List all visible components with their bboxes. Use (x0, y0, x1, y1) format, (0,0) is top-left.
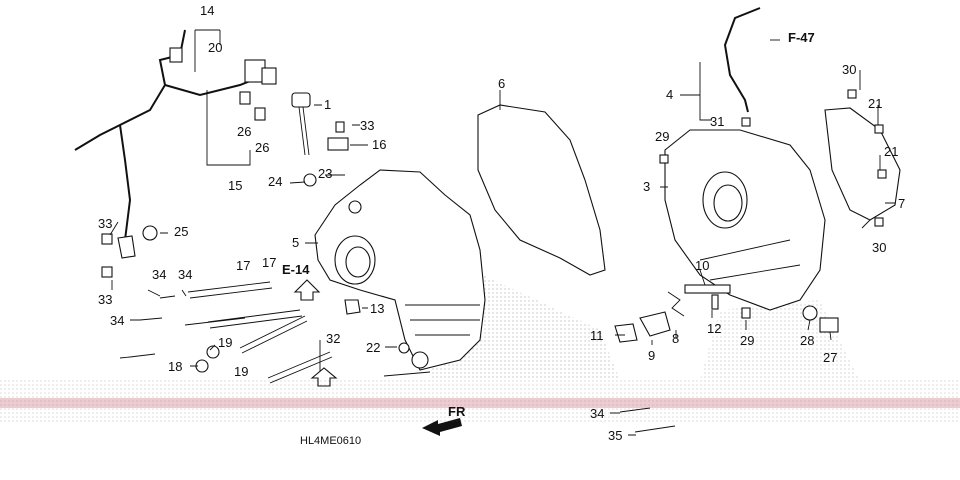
callout: 19 (218, 335, 232, 350)
callout: 35 (608, 428, 622, 443)
callout: 29 (740, 333, 754, 348)
ref-label: F-47 (788, 30, 815, 45)
gasket-right (824, 107, 901, 221)
callout: 9 (648, 348, 655, 363)
callout: 1 (324, 97, 331, 112)
diagram-code: HL4ME0610 (300, 435, 361, 447)
scan-artifact-stripe (0, 398, 960, 408)
callout: 21 (868, 96, 882, 111)
callout: 18 (168, 359, 182, 374)
right-crankcase-cover (664, 129, 826, 311)
callout: 8 (672, 331, 679, 346)
callout: 32 (326, 331, 340, 346)
callout: 28 (800, 333, 814, 348)
gasket-left (477, 104, 606, 276)
callout: 16 (372, 137, 386, 152)
callout: 26 (255, 140, 269, 155)
callout: 5 (292, 235, 299, 250)
callout: 17 (262, 255, 276, 270)
callout: 24 (268, 174, 282, 189)
callout: 30 (872, 240, 886, 255)
fasteners (101, 89, 887, 433)
callout: 14 (200, 3, 214, 18)
scan-artifact-band (0, 380, 960, 422)
callout: 20 (208, 40, 222, 55)
callout: 26 (237, 124, 251, 139)
front-label: FR (448, 404, 466, 419)
callout: 13 (370, 301, 384, 316)
callout: 22 (366, 340, 380, 355)
stipple-area (700, 300, 860, 380)
callout: 29 (655, 129, 669, 144)
front-arrow-icon (422, 418, 462, 436)
callout: 25 (174, 224, 188, 239)
ref-label: E-14 (282, 262, 310, 277)
callout: 33 (98, 216, 112, 231)
callout: 33 (98, 292, 112, 307)
callout: 17 (236, 258, 250, 273)
callout: 27 (823, 350, 837, 365)
callout: 15 (228, 178, 242, 193)
callout: 30 (842, 62, 856, 77)
callout: 6 (498, 76, 505, 91)
wire-harness (74, 29, 277, 259)
callout: 19 (234, 364, 248, 379)
callout: 34 (110, 313, 124, 328)
breather-hose (723, 7, 761, 113)
callout: 34 (152, 267, 166, 282)
callout: 33 (360, 118, 374, 133)
callout: 4 (666, 87, 673, 102)
arrow-up-icon (293, 279, 321, 301)
callout: 7 (898, 196, 905, 211)
callout: 34 (178, 267, 192, 282)
callout: 34 (590, 406, 604, 421)
left-crankcase-cover (314, 169, 486, 371)
callout: 10 (695, 258, 709, 273)
callout: 11 (590, 328, 604, 343)
callout: 31 (710, 114, 724, 129)
dipstick (291, 92, 317, 187)
callout: 3 (643, 179, 650, 194)
callout: 21 (884, 144, 898, 159)
leader-lines (109, 29, 895, 436)
callout: 12 (707, 321, 721, 336)
callout-labels: 14 20 26 26 15 1 33 16 23 24 5 6 4 31 29… (98, 3, 905, 443)
callout: 23 (318, 166, 332, 181)
